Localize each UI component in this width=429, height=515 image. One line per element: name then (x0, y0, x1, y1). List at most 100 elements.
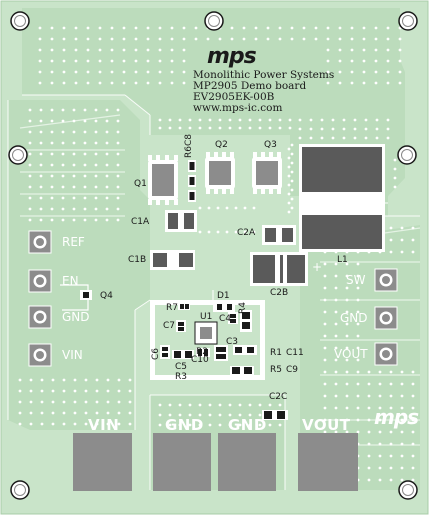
diode-d1 (213, 302, 235, 312)
via (334, 262, 338, 266)
via (94, 108, 98, 112)
via (216, 230, 220, 234)
via (98, 59, 102, 63)
via (398, 81, 402, 85)
via (40, 389, 44, 393)
via (94, 163, 98, 167)
via (254, 37, 258, 41)
pad-gnd-1[interactable] (153, 433, 211, 491)
via (331, 136, 335, 140)
via (389, 406, 393, 410)
via (83, 152, 87, 156)
r6-c8-parts (188, 160, 196, 202)
label-r1: R1 (270, 348, 282, 358)
via (323, 346, 327, 350)
via (252, 230, 256, 234)
pad-gnd-2[interactable] (218, 433, 276, 491)
via (238, 423, 242, 427)
via (51, 378, 55, 382)
via (62, 378, 66, 382)
via (367, 478, 371, 482)
via (268, 126, 272, 130)
via (386, 127, 390, 131)
via (356, 346, 360, 350)
via (309, 136, 313, 140)
via (105, 196, 109, 200)
via (40, 422, 44, 426)
via (94, 130, 98, 134)
via (378, 406, 382, 410)
via (386, 81, 390, 85)
via (345, 286, 349, 290)
via (334, 394, 338, 398)
via (345, 310, 349, 314)
via (268, 403, 272, 407)
via (38, 59, 42, 63)
via (258, 118, 262, 122)
pad-vin[interactable] (73, 433, 132, 491)
via (302, 26, 306, 30)
via (106, 411, 110, 415)
via (374, 59, 378, 63)
via (356, 418, 360, 422)
via (50, 185, 54, 189)
via (72, 174, 76, 178)
via (389, 226, 393, 230)
via (168, 118, 172, 122)
via (158, 126, 162, 130)
via (350, 26, 354, 30)
via (61, 141, 65, 145)
via (345, 358, 349, 362)
via (98, 48, 102, 52)
via (400, 382, 404, 386)
via (39, 141, 43, 145)
via (356, 406, 360, 410)
via (182, 48, 186, 52)
via (290, 197, 294, 201)
via (170, 37, 174, 41)
via (72, 218, 76, 222)
via (218, 423, 222, 427)
via (50, 48, 54, 52)
label-r2: R2 (196, 347, 208, 357)
via (207, 206, 211, 210)
via (40, 411, 44, 415)
via (367, 382, 371, 386)
via (356, 310, 360, 314)
via (386, 37, 390, 41)
via (50, 37, 54, 41)
via (62, 411, 66, 415)
pad-vout[interactable] (298, 433, 358, 491)
via (178, 126, 182, 130)
via (386, 136, 390, 140)
via (158, 403, 162, 407)
via (170, 48, 174, 52)
via (128, 422, 132, 426)
label-r3: R3 (175, 372, 187, 382)
via (61, 108, 65, 112)
label-q1: Q1 (134, 179, 147, 189)
via (334, 310, 338, 314)
via (389, 478, 393, 482)
via (38, 81, 42, 85)
via (158, 118, 162, 122)
via (367, 394, 371, 398)
via (338, 59, 342, 63)
via (95, 389, 99, 393)
via (116, 196, 120, 200)
via (146, 48, 150, 52)
via (116, 185, 120, 189)
via (40, 378, 44, 382)
via (356, 430, 360, 434)
via (178, 423, 182, 427)
via (323, 406, 327, 410)
via (323, 382, 327, 386)
via (39, 218, 43, 222)
via (298, 127, 302, 131)
label-c3: C3 (226, 337, 239, 347)
via (83, 119, 87, 123)
via (106, 400, 110, 404)
via (168, 423, 172, 427)
via (105, 130, 109, 134)
via (326, 59, 330, 63)
